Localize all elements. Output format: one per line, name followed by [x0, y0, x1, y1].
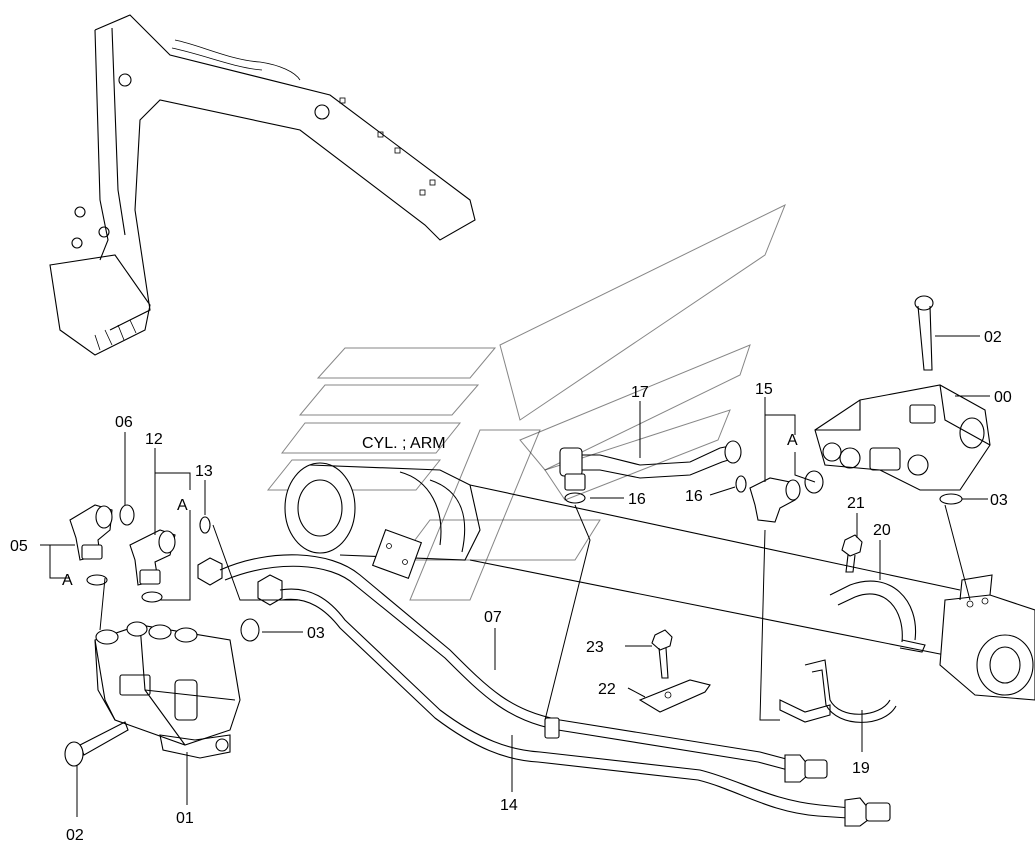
callout-a-left: A [62, 572, 73, 589]
hose-07 [219, 554, 791, 771]
arm-cylinder [284, 462, 961, 656]
callout-17: 17 [631, 384, 649, 401]
valve-block-00 [814, 384, 991, 491]
callout-20: 20 [873, 522, 891, 539]
callout-01: 01 [176, 810, 194, 827]
hose-end-fittings [544, 717, 891, 827]
bolt-21 [841, 534, 863, 573]
callout-19: 19 [852, 760, 870, 777]
o-rings [86, 470, 963, 642]
plate-22 [638, 679, 711, 713]
callout-a-right: A [787, 432, 798, 449]
callout-03-left: 03 [307, 625, 325, 642]
callout-02-top: 02 [984, 329, 1002, 346]
callout-13: 13 [195, 463, 213, 480]
callout-16-left: 16 [628, 491, 646, 508]
callout-07: 07 [484, 609, 502, 626]
cylinder-head-end [939, 574, 1035, 701]
callout-16-right: 16 [685, 488, 703, 505]
callout-05: 05 [10, 538, 28, 555]
callout-a-mid: A [177, 497, 188, 514]
bolt-02-upper [914, 295, 934, 371]
leader-lines [40, 335, 990, 817]
callout-14: 14 [500, 797, 518, 814]
callout-12: 12 [145, 431, 163, 448]
callout-03-right: 03 [990, 492, 1008, 509]
excavator-arm-illustration [49, 14, 476, 356]
bolt-23 [651, 629, 673, 679]
hose-14 [279, 588, 851, 819]
nuts-13 [197, 557, 283, 606]
valve-block-01 [94, 621, 241, 759]
callout-06: 06 [115, 414, 133, 431]
callout-00: 00 [994, 389, 1012, 406]
clamp-20 [829, 580, 926, 653]
callout-15: 15 [755, 381, 773, 398]
elbow-fitting-15 [749, 477, 801, 523]
caption-cyl-arm: CYL. ; ARM [362, 435, 446, 452]
pipe-17 [559, 440, 742, 491]
clamp-19 [779, 659, 897, 723]
callout-22: 22 [598, 681, 616, 698]
callout-02-bottom: 02 [66, 827, 84, 844]
bolt-02-lower [64, 721, 129, 767]
callout-23: 23 [586, 639, 604, 656]
labels: CYL. ; ARM 00 01 02 02 03 03 05 06 07 12… [10, 329, 1012, 844]
callout-21: 21 [847, 495, 865, 512]
elbow-fitting-05 [69, 504, 113, 561]
elbow-fitting-12 [129, 529, 176, 586]
watermark-logo [266, 203, 786, 601]
